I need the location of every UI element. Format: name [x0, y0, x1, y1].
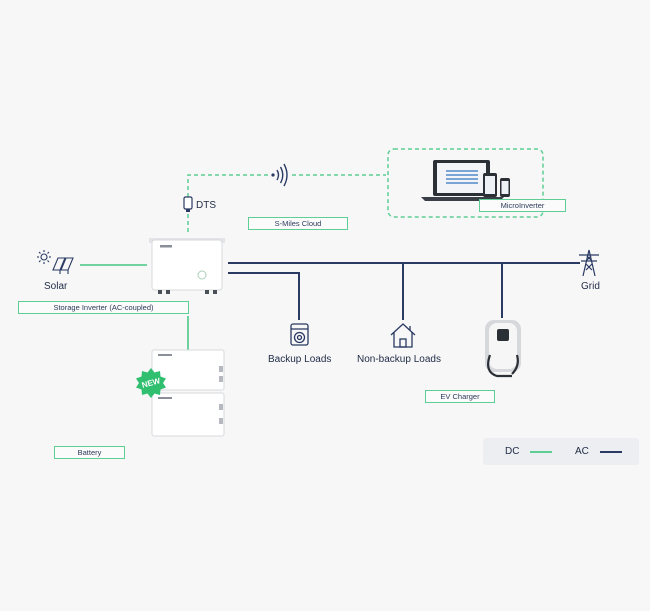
monitoring-group-box [387, 148, 544, 218]
storage-inverter-tag: Storage Inverter (AC-coupled) [18, 301, 189, 314]
battery-tag: Battery [54, 446, 125, 459]
solar-label: Solar [44, 281, 68, 292]
monitoring-devices-icon [421, 160, 510, 201]
legend-ac-label: AC [575, 446, 589, 457]
legend-ac-line [600, 451, 622, 453]
transmission-tower-icon [579, 249, 599, 277]
legend-dc-line [530, 451, 552, 453]
smiles-cloud-tag: S-Miles Cloud [248, 217, 348, 230]
non-backup-loads-label: Non-backup Loads [357, 354, 441, 365]
dts-link-line [187, 174, 268, 232]
backup-loads-label: Backup Loads [268, 354, 332, 365]
dts-label: DTS [196, 200, 216, 211]
microinverter-tag: MicroInverter [479, 199, 566, 212]
battery-stack [151, 349, 225, 437]
house-icon [390, 323, 416, 348]
washing-machine-icon [290, 323, 309, 346]
dts-dongle-icon [183, 196, 193, 212]
wireless-signal-icon [271, 163, 288, 187]
storage-inverter-unit [149, 238, 225, 294]
grid-label: Grid [581, 281, 600, 292]
ev-charger-tag: EV Charger [425, 390, 495, 403]
solar-panel-icon [37, 250, 74, 274]
legend: DC AC [483, 438, 639, 465]
ev-charger-icon [485, 320, 521, 378]
legend-dc-label: DC [505, 446, 520, 457]
new-badge-icon: NEW [136, 368, 166, 398]
